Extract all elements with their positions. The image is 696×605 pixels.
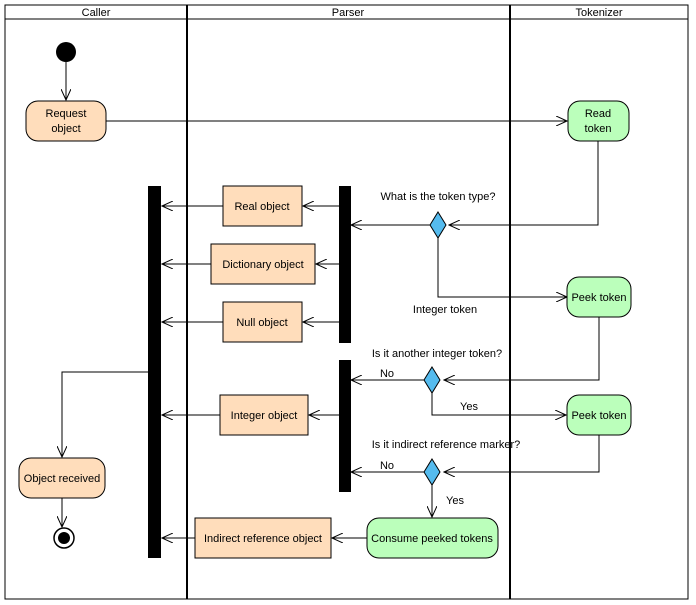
- label-no-1: No: [380, 368, 394, 380]
- edge-peek1-to-decision2: [444, 317, 600, 380]
- caller-join-bar: [148, 186, 161, 558]
- real-object-node: [222, 185, 303, 227]
- decision-indirect-marker: [423, 458, 441, 486]
- read-token-node: [567, 100, 630, 142]
- decision-another-integer: [423, 366, 441, 394]
- label-indirect-marker-question: Is it indirect reference marker?: [372, 439, 521, 451]
- indirect-reference-object-label: Indirect reference object: [204, 533, 322, 545]
- integer-object-label: Integer object: [231, 410, 298, 422]
- dictionary-object-label: Dictionary object: [222, 259, 303, 271]
- label-yes-2: Yes: [446, 495, 464, 507]
- null-object-label: Null object: [236, 317, 287, 329]
- lane-header-caller: Caller: [82, 7, 111, 19]
- edge-integer-token: [437, 238, 567, 297]
- edge-join-to-received: [62, 371, 148, 457]
- indirect-reference-object-node: [194, 517, 332, 559]
- label-integer-token: Integer token: [413, 304, 477, 316]
- initial-node: [56, 42, 76, 62]
- object-received-label: Object received: [24, 473, 100, 485]
- label-yes-1: Yes: [460, 401, 478, 413]
- swimlane-frame: [4, 4, 689, 600]
- request-object-label-line2: object: [51, 123, 80, 135]
- read-token-label-line2: token: [585, 123, 612, 135]
- lane-header-tokenizer: Tokenizer: [575, 7, 622, 19]
- dictionary-object-node: [210, 243, 316, 285]
- label-token-type-question: What is the token type?: [381, 191, 496, 203]
- peek-token-2-label: Peek token: [571, 410, 626, 422]
- label-no-2: No: [380, 460, 394, 472]
- final-node: [53, 527, 75, 549]
- edge-decision2-yes: [431, 393, 566, 415]
- read-token-label-line1: Read: [585, 108, 611, 120]
- decision-token-type: [429, 211, 447, 239]
- integer-object-node: [219, 394, 309, 436]
- peek-token-1-label: Peek token: [571, 292, 626, 304]
- label-another-integer-question: Is it another integer token?: [372, 348, 502, 360]
- parser-fork-bar-2: [339, 360, 351, 492]
- lane-header-parser: Parser: [332, 7, 365, 19]
- real-object-label: Real object: [234, 201, 289, 213]
- edge-peek2-to-decision3: [444, 435, 600, 472]
- consume-peeked-tokens-label: Consume peeked tokens: [371, 533, 493, 545]
- null-object-node: [222, 301, 303, 343]
- edge-read-to-decision: [449, 141, 599, 225]
- request-object-node: [25, 100, 107, 142]
- parser-fork-bar-1: [339, 186, 351, 343]
- request-object-label-line1: Request: [46, 108, 87, 120]
